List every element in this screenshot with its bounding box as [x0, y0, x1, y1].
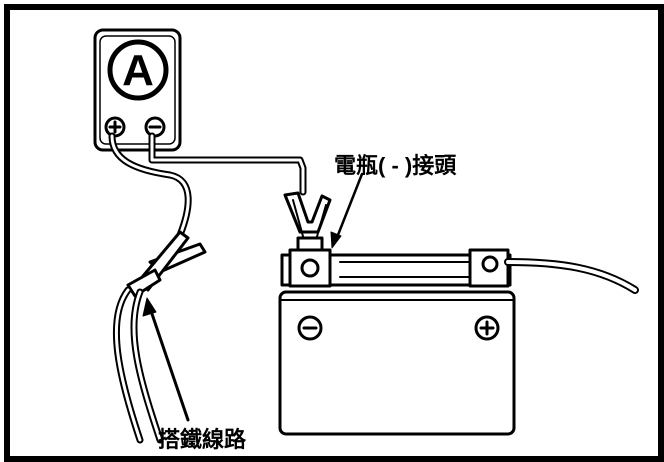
negative-terminal-icon [144, 116, 166, 138]
battery-negative-symbol-icon [297, 315, 323, 341]
battery-terminal-label: 電瓶( - )接頭 [334, 153, 457, 178]
ground-line-label: 搭鐵線路 [158, 427, 247, 452]
battery-clip [283, 191, 332, 260]
positive-lead-wire [108, 132, 192, 256]
negative-lead-wire [148, 132, 307, 196]
ground-clip [126, 230, 207, 298]
ground-line-arrow [142, 297, 190, 422]
battery-terminal-arrow [330, 172, 364, 249]
ground-harness [112, 286, 164, 444]
ammeter-symbol: A [122, 46, 154, 95]
ammeter: A [93, 28, 182, 152]
ammeter-dial [107, 39, 169, 101]
battery-positive-cable [504, 258, 639, 294]
battery-positive-symbol-icon [474, 315, 500, 341]
battery [278, 248, 516, 436]
positive-terminal-icon [104, 116, 126, 138]
